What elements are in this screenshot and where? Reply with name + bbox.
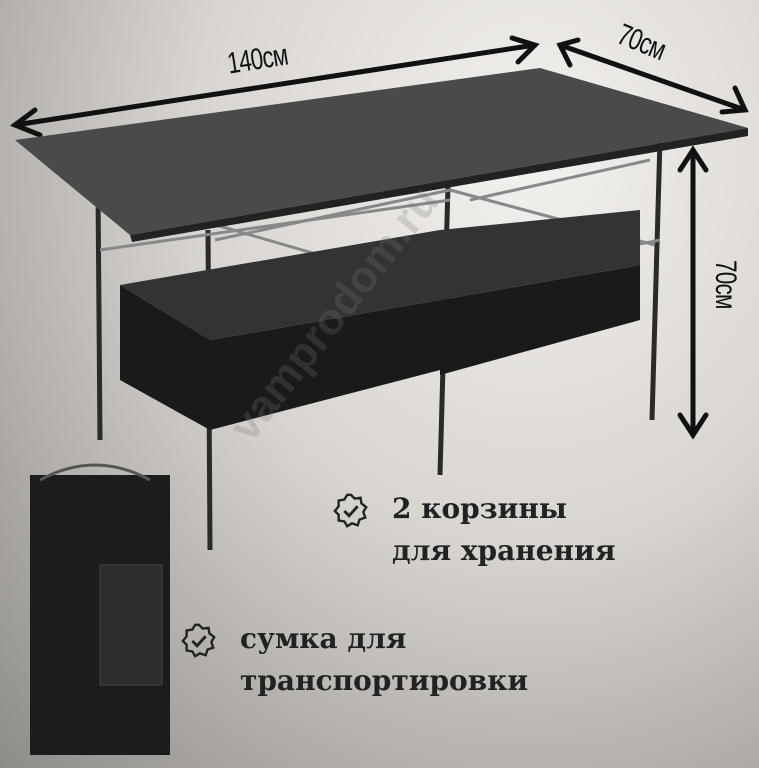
table-top <box>15 68 748 242</box>
height-label: 70см <box>709 260 742 309</box>
feature-bag: сумка для транспортировки <box>180 618 528 702</box>
feature-line: транспортировки <box>240 664 529 697</box>
feature-line: 2 корзины <box>392 492 567 525</box>
feature-line: для хранения <box>392 534 616 567</box>
feature-line: сумка для <box>240 622 407 655</box>
feature-baskets: 2 корзины для хранения <box>332 488 616 572</box>
check-badge-icon <box>181 623 216 658</box>
storage-baskets <box>120 210 640 430</box>
carry-bag <box>30 463 170 755</box>
dimension-arrows <box>9 35 749 440</box>
check-badge-icon <box>333 493 368 528</box>
